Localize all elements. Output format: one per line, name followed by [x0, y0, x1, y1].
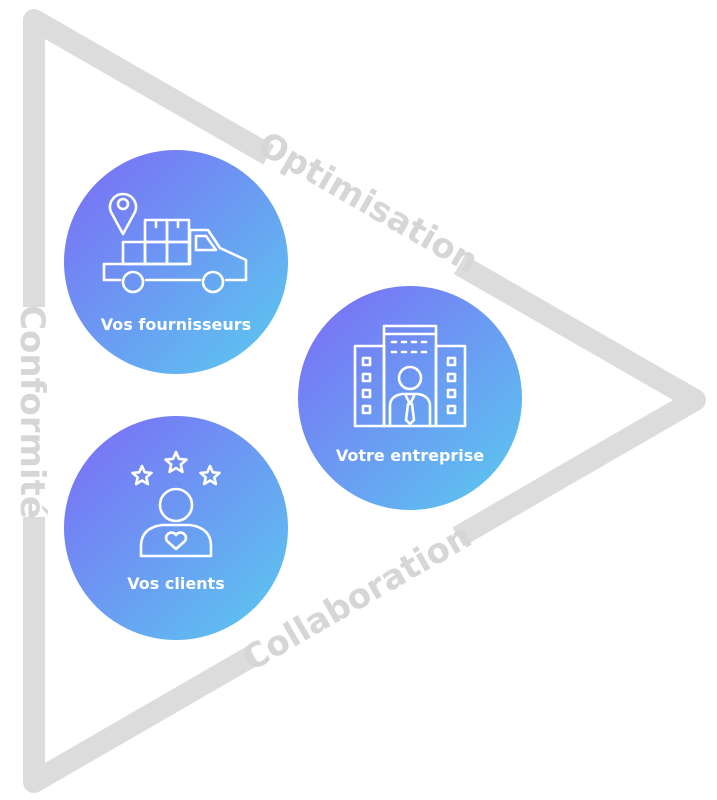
side-top-background — [263, 128, 473, 278]
node-suppliers-label: Vos fournisseurs — [101, 315, 251, 334]
node-clients: Vos clients — [64, 416, 288, 640]
side-bottom-background — [245, 519, 469, 677]
side-left-background — [8, 307, 56, 517]
node-company-circle — [298, 286, 522, 510]
node-clients-circle — [64, 416, 288, 640]
side-left: Conformité — [8, 305, 56, 519]
node-suppliers: Vos fournisseurs — [64, 150, 288, 374]
office-building-icon — [353, 324, 467, 428]
node-company-label: Votre entreprise — [336, 446, 484, 465]
node-clients-label: Vos clients — [127, 574, 224, 593]
customer-rating-icon — [131, 450, 221, 558]
side-left-label: Conformité — [12, 305, 52, 519]
node-suppliers-circle — [64, 150, 288, 374]
delivery-truck-icon — [102, 192, 248, 294]
node-company: Votre entreprise — [298, 286, 522, 510]
